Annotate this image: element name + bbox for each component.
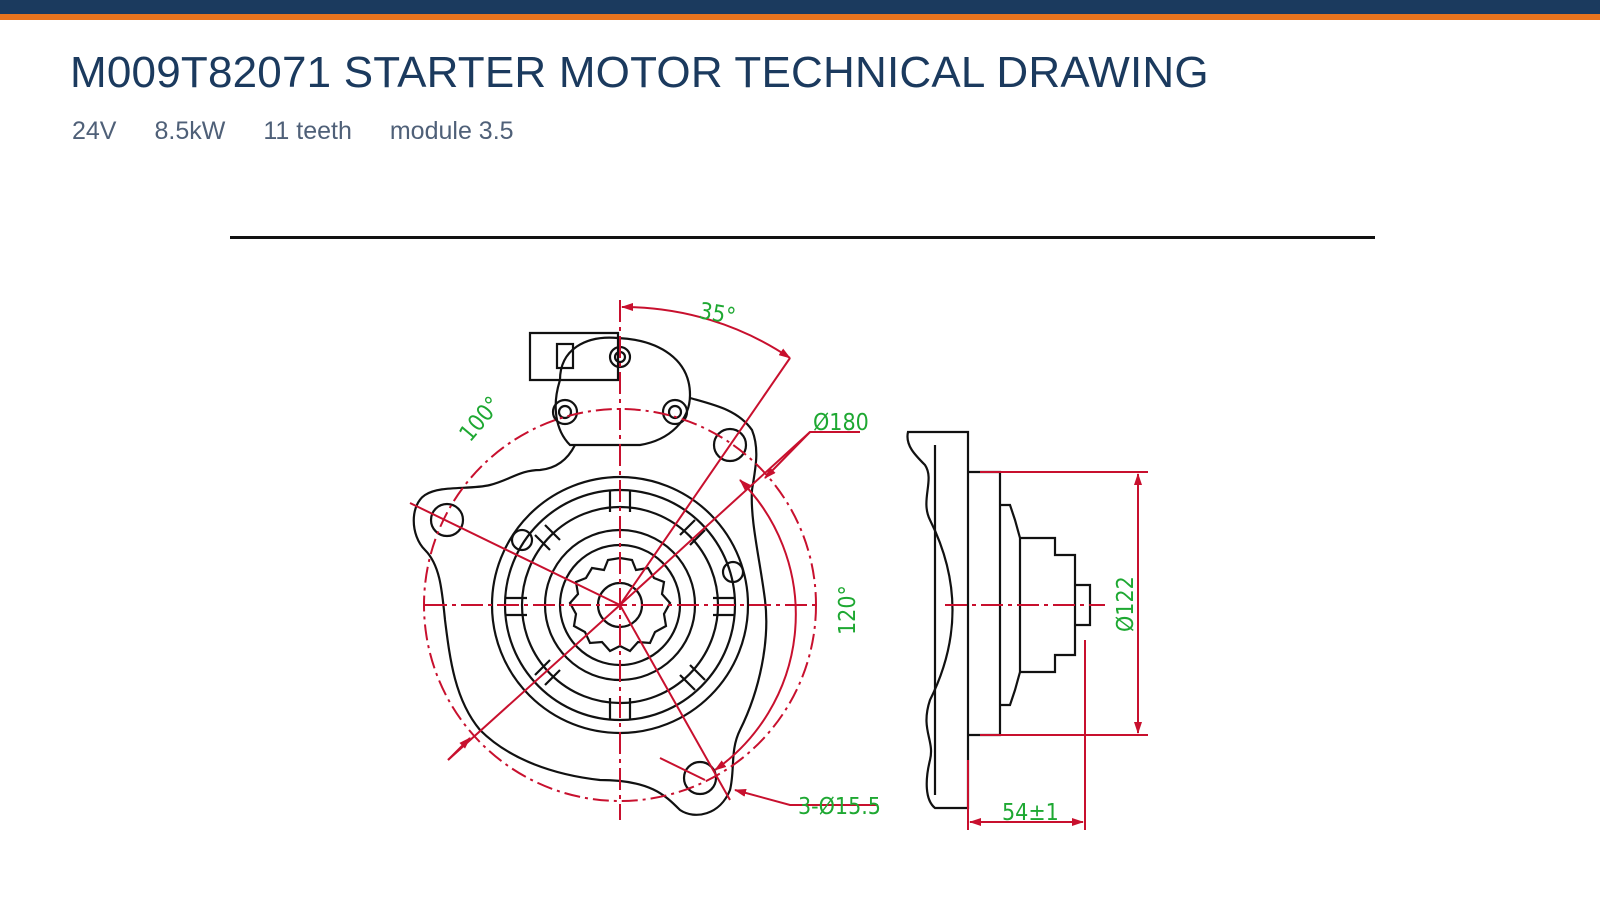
label-angle-35: 35°	[697, 298, 738, 330]
terminal-slot	[555, 342, 575, 370]
terminal-box	[528, 331, 620, 382]
label-length: 54±1	[1002, 800, 1059, 826]
label-angle-120: 120°	[835, 585, 861, 635]
spec-power: 8.5kW	[154, 117, 226, 145]
side-view	[906, 430, 1092, 810]
header-orange-bar	[0, 14, 1600, 20]
solenoid-lobe	[554, 336, 692, 447]
side-flange	[906, 430, 970, 810]
page-title: M009T82071 STARTER MOTOR TECHNICAL DRAWI…	[70, 48, 1209, 97]
label-dia-122: Ø122	[1113, 576, 1139, 632]
divider-rule	[230, 236, 1375, 239]
spec-module: module 3.5	[389, 117, 514, 145]
spec-teeth: 11 teeth	[263, 117, 352, 145]
label-holes: 3-Ø15.5	[798, 794, 881, 820]
spec-voltage: 24V	[72, 117, 117, 145]
side-nose	[968, 470, 1002, 737]
spec-list: 24V 8.5kW 11 teeth module 3.5	[72, 117, 514, 146]
label-angle-100: 100°	[455, 392, 507, 447]
flange-outline	[412, 396, 768, 816]
header-navy-bar	[0, 0, 1600, 14]
label-dia-180: Ø180	[813, 410, 869, 436]
side-view-dimensions	[945, 471, 1148, 830]
front-view-dimensions	[409, 300, 878, 820]
